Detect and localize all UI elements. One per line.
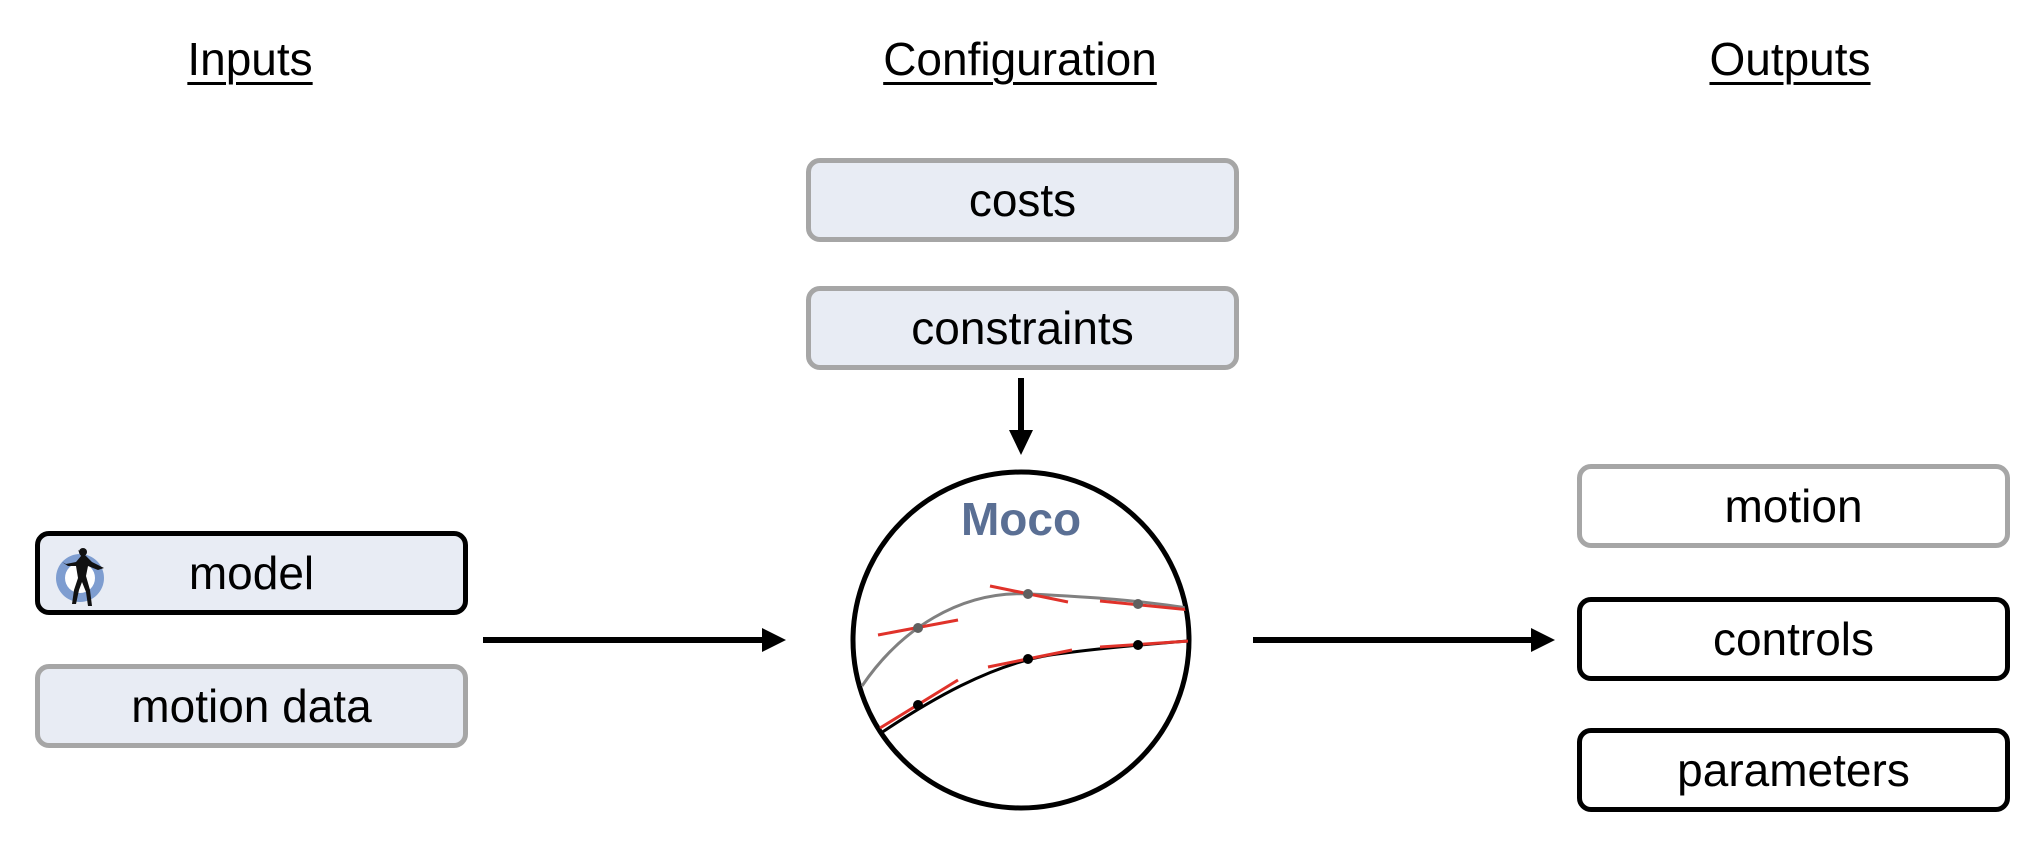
- tangent-segment: [1099, 639, 1188, 649]
- controls-box: controls: [1577, 597, 2010, 681]
- model-label: model: [188, 547, 315, 599]
- opensim-logo-icon: [56, 548, 104, 606]
- inputs-header: Inputs: [187, 33, 313, 85]
- arrow-constraints-head: [1009, 430, 1033, 455]
- constraints-box: constraints: [806, 286, 1239, 370]
- collocation-point: [1023, 654, 1033, 664]
- outputs-header: Outputs: [1709, 33, 1871, 85]
- collocation-point: [913, 623, 923, 633]
- moco-circle: [850, 469, 1192, 811]
- motion-label: motion: [1724, 480, 1863, 532]
- collocation-point: [1133, 599, 1143, 609]
- constraints-label: constraints: [911, 302, 1134, 354]
- collocation-point: [1133, 640, 1143, 650]
- motion-box: motion: [1577, 464, 2010, 548]
- parameters-box: parameters: [1577, 728, 2010, 812]
- tangent-segment: [1099, 599, 1188, 612]
- parameters-label: parameters: [1677, 744, 1910, 796]
- costs-box: costs: [806, 158, 1239, 242]
- motion-data-box: motion data: [35, 664, 468, 748]
- arrow-outputs-head: [1531, 628, 1555, 652]
- motion-data-label: motion data: [131, 680, 372, 732]
- model-box: model: [35, 531, 468, 615]
- collocation-point: [913, 700, 923, 710]
- costs-label: costs: [968, 174, 1077, 226]
- moco-label: Moco: [960, 493, 1082, 545]
- collocation-point: [1023, 589, 1033, 599]
- configuration-header: Configuration: [883, 33, 1157, 85]
- arrow-inputs-head: [762, 628, 786, 652]
- controls-label: controls: [1712, 613, 1875, 665]
